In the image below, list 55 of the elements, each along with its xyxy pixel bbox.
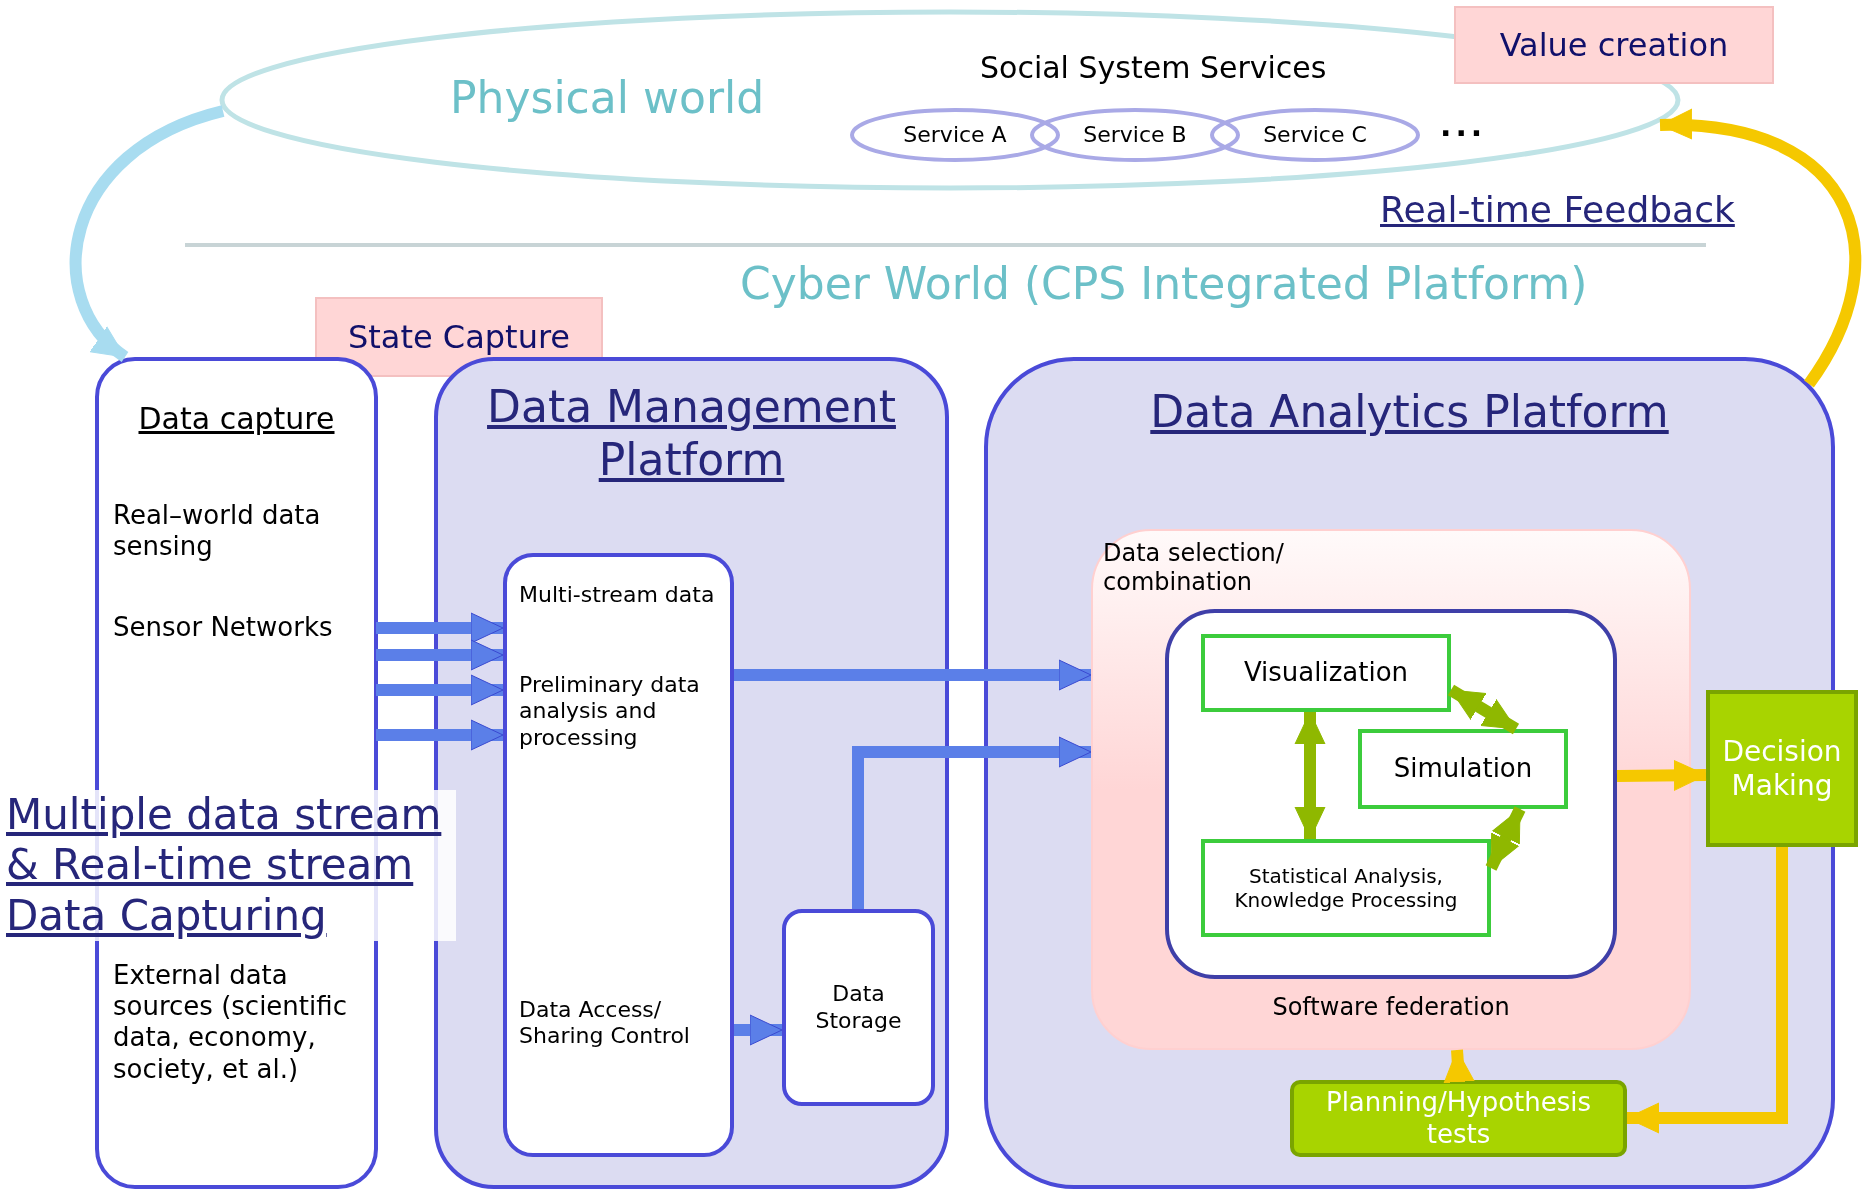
process-box <box>1201 634 1451 712</box>
body-text: External data sources (scientific data, economy, society, et al.) <box>113 960 348 1085</box>
node-label: Planning/Hypothesis tests <box>1324 1086 1593 1151</box>
world-heading: Physical world <box>450 72 765 125</box>
arrow <box>1294 711 1326 840</box>
node-label: State Capture <box>346 316 572 358</box>
body-text: Data Access/ Sharing Control <box>519 997 691 1050</box>
process-box <box>1165 609 1617 979</box>
arrow <box>1626 847 1788 1134</box>
group-heading: Social System Services <box>980 50 1327 86</box>
body-text: Sensor Networks <box>113 612 334 644</box>
arrow <box>1443 1049 1475 1084</box>
arrow <box>376 639 504 671</box>
node-label: Statistical Analysis, Knowledge Processing <box>1233 863 1459 914</box>
body-text: Multi-stream data <box>519 582 716 609</box>
process-box <box>1290 1080 1627 1157</box>
process-box <box>1201 839 1491 937</box>
tag-box <box>1454 6 1774 84</box>
arrow <box>734 659 1092 691</box>
node-label: Service A <box>902 120 1008 149</box>
decision-box <box>1706 690 1858 847</box>
arrow <box>1616 759 1707 791</box>
node-label: Value creation <box>1498 24 1730 66</box>
node-label: Service C <box>1262 120 1368 149</box>
arrow <box>1659 110 1862 388</box>
service-ellipse <box>850 108 1060 162</box>
panel-heading: Data Management Platform <box>486 381 897 487</box>
service-ellipse <box>1030 108 1240 162</box>
arrow <box>376 612 504 644</box>
arrow <box>376 674 504 706</box>
service-ellipse <box>1210 108 1420 162</box>
section-heading: Cyber World (CPS Integrated Platform) <box>740 258 1588 311</box>
body-text: Preliminary data analysis and processing <box>519 672 701 752</box>
node-label: Visualization <box>1242 656 1410 690</box>
region-caption: Software federation <box>1271 993 1511 1022</box>
process-box <box>503 553 734 1157</box>
node-label: Data Storage <box>814 980 903 1035</box>
arrow <box>1485 806 1526 871</box>
arrow <box>1447 684 1520 735</box>
body-text: Real–world data sensing <box>113 500 322 563</box>
panel-heading: Data capture <box>137 401 336 437</box>
storage-box <box>782 909 935 1106</box>
node-label: Decision Making <box>1721 733 1843 804</box>
arrow <box>70 105 225 362</box>
ellipsis-mark: ... <box>1440 108 1487 144</box>
arrow <box>852 736 1092 909</box>
panel-heading: Data Analytics Platform <box>1149 386 1670 439</box>
body-text: Data selection/ combination <box>1103 539 1285 597</box>
overlay-heading: Multiple data stream & Real-time stream Data Capturing <box>6 790 456 942</box>
federation-region <box>1091 529 1691 1050</box>
node-label: Simulation <box>1392 752 1534 786</box>
arrow <box>376 719 504 751</box>
arrow <box>734 1014 783 1046</box>
node-label: Service B <box>1082 120 1188 149</box>
process-box <box>1358 729 1568 809</box>
